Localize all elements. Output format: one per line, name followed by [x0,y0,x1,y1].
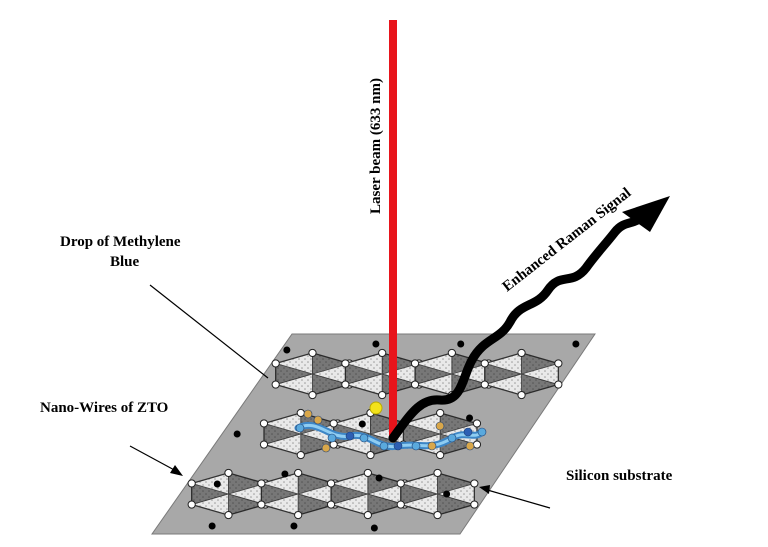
substrate-hole [457,340,465,348]
substrate-hole [283,346,291,354]
substrate-hole [213,480,221,488]
substrate-hole [466,414,474,422]
molecule-atom [359,433,369,443]
molecule-atom [411,441,421,451]
substrate-hole [370,524,378,532]
laser-beam [389,20,397,440]
laser-beam-label: Laser beam (633 nm) [368,78,384,214]
molecule-atom [321,443,331,453]
molecule-atom [427,441,437,451]
molecule-atom [465,441,475,451]
molecule-atom [303,409,313,419]
substrate-hole [572,340,580,348]
substrate-pointer-line [483,488,551,509]
substrate-hole [281,470,289,478]
substrate-hole [375,474,383,482]
nanowire-pointer-head [170,465,183,476]
molecule-atom [295,423,305,433]
drop-pointer-line [149,284,269,379]
nanowires-label: Nano-Wires of ZTO [40,400,168,416]
zto-hexagon-cell [396,468,479,520]
molecule-atom [477,427,487,437]
molecule-atom [393,441,403,451]
zto-hexagon-cell [480,348,563,400]
substrate-hole [290,522,298,530]
substrate-pointer-head [479,485,490,494]
molecule-atom [327,433,337,443]
nanowire-pointer-line [129,445,179,473]
raman-arrowhead [622,196,670,232]
substrate-hole [372,340,380,348]
substrate-hole [233,430,241,438]
molecule-atom [463,427,473,437]
drop-label-line2: Blue [110,254,140,270]
drop-label-line1: Drop of Methylene [60,234,181,250]
methylene-blue-molecule [294,401,487,453]
substrate-hole [358,420,366,428]
molecule-atom [379,441,389,451]
sulfur-atom [369,401,383,415]
molecule-atom [435,421,445,431]
substrate-label: Silicon substrate [566,468,673,484]
molecule-atom [345,431,355,441]
substrate-hole [208,522,216,530]
substrate-hole [443,490,451,498]
molecule-atom [447,433,457,443]
raman-signal-arrow [388,196,670,443]
molecule-atom [313,415,323,425]
